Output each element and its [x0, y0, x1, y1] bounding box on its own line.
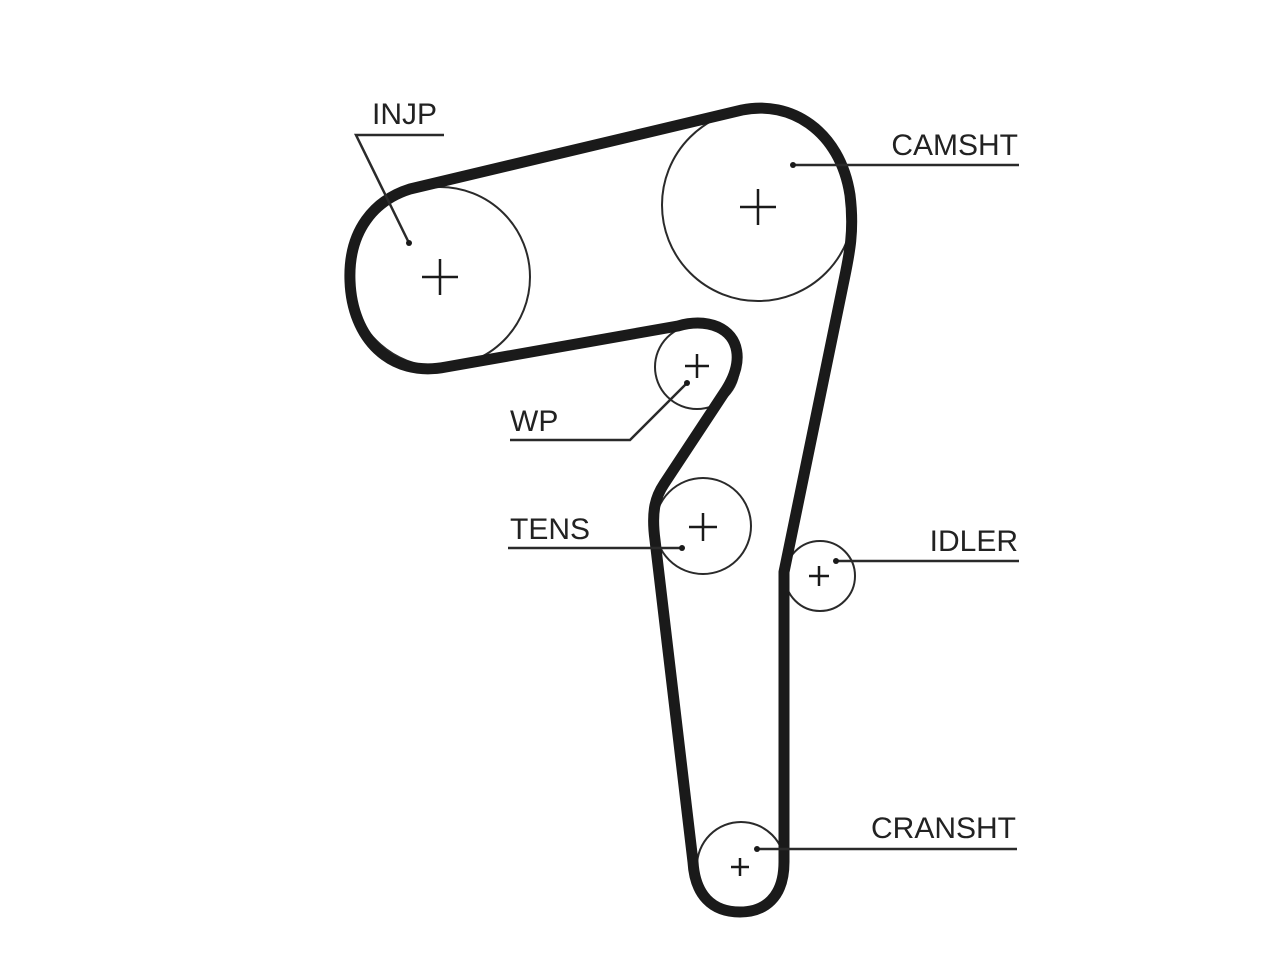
wp-center-cross-icon — [685, 354, 709, 378]
tens-leader — [508, 545, 685, 551]
idler-label: IDLER — [930, 525, 1018, 558]
cransht-leader — [754, 846, 1017, 852]
text-labels: INJP CAMSHT WP TENS IDLER CRANSHT — [372, 98, 1018, 845]
tens-center-cross-icon — [689, 513, 717, 541]
camsht-label: CAMSHT — [891, 129, 1018, 162]
tens-label: TENS — [510, 513, 590, 546]
cransht-label: CRANSHT — [871, 812, 1016, 845]
center-marks — [422, 189, 829, 876]
injp-label: INJP — [372, 98, 437, 131]
idler-leader — [833, 558, 1019, 564]
idler-center-cross-icon — [809, 566, 829, 586]
wp-label: WP — [510, 405, 558, 438]
leaders — [353, 133, 1019, 852]
injp-center-cross-icon — [422, 259, 458, 295]
injp-leader — [353, 133, 444, 246]
camsht-center-cross-icon — [740, 189, 776, 225]
camsht-leader — [790, 162, 1019, 168]
cransht-center-cross-icon — [731, 858, 749, 876]
timing-belt — [344, 102, 858, 918]
wp-leader — [510, 380, 690, 442]
